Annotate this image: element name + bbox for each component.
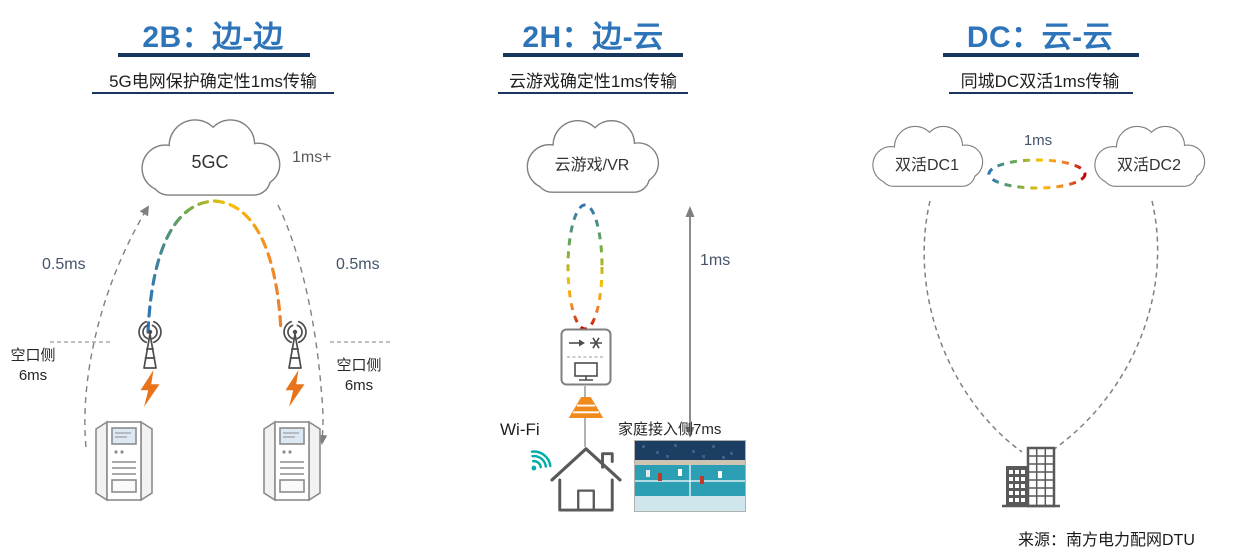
- dc2-access-path: [1049, 200, 1159, 453]
- lightning-icon: [140, 370, 160, 407]
- panel-2b-title: 2B：边-边: [142, 21, 284, 54]
- power-cabinet-icon: [95, 421, 153, 501]
- panel-2b: 2B：边-边 5G电网保护确定性1ms传输 5GC 1ms+ 0.5ms: [0, 0, 430, 552]
- home-access-label: 家庭接入侧7ms: [618, 421, 722, 438]
- uplink-dashed-path: [84, 205, 149, 448]
- city-building-icon: [1000, 446, 1062, 508]
- dc1-cloud-label: 双活DC1: [894, 157, 959, 174]
- panel-2h-title: 2H：边-云: [522, 21, 664, 54]
- source-note: 来源：南方电力配网DTU: [1018, 532, 1195, 549]
- air-interface-label-left: 空口侧 6ms: [2, 346, 64, 386]
- air-interface-label-right: 空口侧 6ms: [328, 356, 390, 396]
- e2e-latency-label: 1ms: [700, 252, 731, 269]
- dc1-access-path: [923, 200, 1023, 453]
- lines-and-arc-2b: [50, 199, 392, 448]
- base-station-icon: [283, 320, 307, 369]
- downlink-latency-label: 0.5ms: [336, 256, 380, 273]
- lamp-icon: [567, 396, 605, 419]
- downlink-dashed-path: [277, 204, 328, 445]
- panel-2b-title-underline: [118, 53, 310, 57]
- base-station-icon: [138, 320, 162, 369]
- wifi-label: Wi-Fi: [500, 420, 540, 439]
- lightning-icon: [285, 370, 305, 407]
- panel-2h-subtitle: 云游戏确定性1ms传输: [508, 72, 678, 91]
- panel-dc-subtitle: 同城DC双活1ms传输: [960, 72, 1120, 91]
- panel-dc-subtitle-underline: [949, 92, 1133, 94]
- game-screenshot: [634, 440, 746, 512]
- panel-2h: 2H：边-云 云游戏确定性1ms传输 云游戏/VR 1ms Wi-Fi: [430, 0, 790, 552]
- panel-dc: DC：云-云 同城DC双活1ms传输 双活DC1 双活DC2 1ms 来源：南方…: [790, 0, 1239, 552]
- air-interface-left-line2: 6ms: [18, 367, 48, 384]
- e2e-arrow-up-head: [685, 206, 695, 217]
- core-latency-label: 1ms+: [292, 149, 332, 166]
- core-cloud-label: 5GC: [191, 152, 229, 172]
- panel-2h-subtitle-underline: [498, 92, 688, 94]
- e2e-arrow-down-head: [685, 427, 695, 438]
- deterministic-loop: [566, 203, 604, 331]
- dc2-cloud-label: 双活DC2: [1116, 157, 1181, 174]
- dc-interconnect-ring: [987, 158, 1087, 190]
- ont-router-icon: [560, 328, 612, 386]
- panel-2b-subtitle: 5G电网保护确定性1ms传输: [109, 72, 317, 91]
- cloud-gaming-label: 云游戏/VR: [554, 157, 630, 174]
- panel-2h-title-underline: [503, 53, 683, 57]
- dc-latency-label: 1ms: [1023, 132, 1053, 149]
- air-interface-right-line2: 6ms: [344, 377, 374, 394]
- air-interface-left-line1: 空口侧: [10, 347, 56, 364]
- panel-2b-subtitle-underline: [92, 92, 334, 94]
- house-icon: [550, 447, 622, 512]
- uplink-latency-label: 0.5ms: [42, 256, 86, 273]
- deterministic-arc: [146, 199, 283, 334]
- air-interface-right-line1: 空口侧: [336, 357, 382, 374]
- panel-dc-title: DC：云-云: [966, 21, 1114, 54]
- power-cabinet-icon: [263, 421, 321, 501]
- lines-and-ring-dc: [923, 158, 1159, 453]
- panel-dc-title-underline: [943, 53, 1139, 57]
